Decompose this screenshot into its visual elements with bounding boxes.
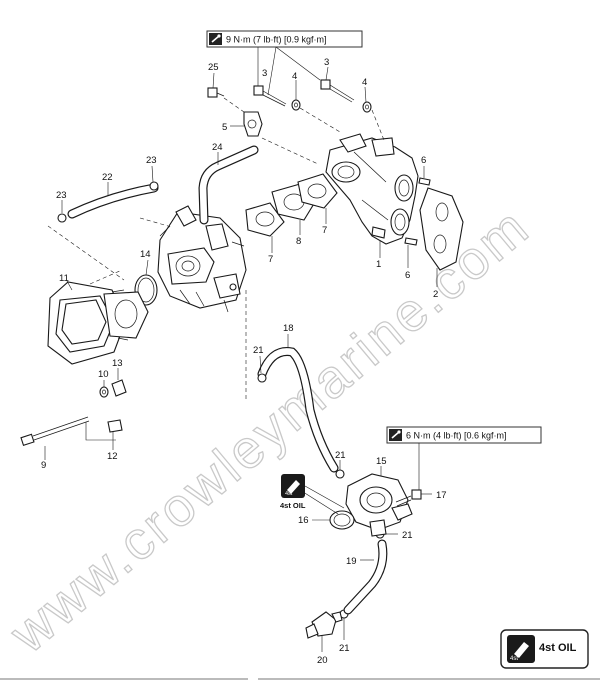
callout-4-left: 4 — [292, 71, 297, 82]
bolt-25 — [207, 72, 245, 113]
callout-25: 25 — [208, 62, 219, 73]
torque-wrench-icon — [389, 429, 402, 441]
callout-23-left: 23 — [56, 190, 67, 201]
callout-2: 2 — [433, 289, 438, 300]
torque-spec-upper: 9 N·m (7 lb·ft) [0.9 kgf·m] — [206, 30, 363, 96]
bolt-3-right — [320, 66, 355, 103]
carburetor — [157, 205, 247, 313]
oil-legend: 4st 4st OIL — [500, 629, 589, 669]
clamp-21-upper — [257, 355, 267, 383]
callout-20: 20 — [317, 655, 328, 666]
callout-18: 18 — [283, 323, 294, 334]
washer-4-left — [291, 80, 301, 111]
manifold-gasket — [419, 187, 464, 287]
washer-4-right — [362, 86, 372, 113]
clamp-21-filter — [339, 609, 349, 640]
callout-6-upper: 6 — [421, 155, 426, 166]
bracket-5 — [230, 111, 263, 137]
torque-spec-lower-text: 6 N·m (4 lb·ft) [0.6 kgf·m] — [406, 431, 507, 441]
callout-5: 5 — [222, 122, 227, 133]
oil-can-icon: 4st — [507, 635, 535, 663]
intake-manifold — [325, 133, 419, 258]
fuel-hose-18 — [257, 334, 339, 473]
clamp-23-left — [57, 200, 67, 223]
callout-10: 10 — [98, 369, 109, 380]
callout-3-left: 3 — [262, 68, 267, 79]
torque-wrench-icon — [209, 33, 222, 45]
callout-11: 11 — [59, 273, 69, 284]
gasket-7-front — [245, 202, 285, 253]
callout-24: 24 — [212, 142, 223, 153]
collar-13 — [111, 368, 127, 397]
callout-3-right: 3 — [324, 57, 329, 68]
torque-spec-upper-text: 9 N·m (7 lb·ft) [0.9 kgf·m] — [226, 35, 327, 45]
callout-13: 13 — [112, 358, 123, 369]
torque-spec-lower: 6 N·m (4 lb·ft) [0.6 kgf·m] — [386, 426, 542, 490]
callout-4-right: 4 — [362, 77, 367, 88]
gasket-7-rear — [297, 173, 338, 224]
oil-symbol-label: 4st OIL — [280, 501, 306, 510]
hose-24 — [198, 145, 259, 225]
callout-9: 9 — [41, 460, 46, 471]
oil-legend-badge-text: 4st — [510, 656, 518, 662]
bolt-3-left — [253, 85, 287, 107]
bolt-9 — [20, 416, 90, 460]
clamp-23-right — [149, 165, 159, 191]
callout-6-lower: 6 — [405, 270, 410, 281]
callout-22: 22 — [102, 172, 113, 183]
oil-legend-label: 4st OIL — [539, 642, 577, 654]
callout-21-filter: 21 — [339, 643, 350, 654]
callout-1: 1 — [376, 259, 381, 270]
clamp-21-pump-top — [335, 460, 345, 479]
callout-8: 8 — [296, 236, 301, 247]
fuel-hose-19 — [343, 539, 388, 615]
dowel-pin-upper — [418, 166, 431, 186]
air-silencer-case — [47, 280, 149, 365]
bolt-17 — [395, 489, 432, 507]
callout-12: 12 — [107, 451, 118, 462]
callout-21-upper: 21 — [253, 345, 264, 356]
oil-symbol-badge-text: 4st — [285, 491, 293, 497]
callout-15: 15 — [376, 456, 387, 467]
callout-21-pump-top: 21 — [335, 450, 346, 461]
fuel-pump — [345, 466, 413, 537]
callout-17: 17 — [436, 490, 447, 501]
callout-16: 16 — [298, 515, 309, 526]
fuel-filter-20 — [305, 611, 343, 652]
callout-23-right: 23 — [146, 155, 157, 166]
callout-7-front: 7 — [268, 254, 273, 265]
grommet-12 — [107, 419, 123, 450]
o-ring-16 — [312, 510, 355, 530]
callout-14: 14 — [140, 249, 151, 260]
callout-19: 19 — [346, 556, 357, 567]
callout-7-rear: 7 — [322, 225, 327, 236]
hose-22 — [67, 182, 159, 219]
dowel-pin-lower — [404, 237, 418, 268]
oil-symbol-badge: 4st 4st OIL — [280, 474, 345, 515]
callout-labels: 1 2 3 3 4 4 5 6 6 7 7 8 9 10 11 12 13 14… — [41, 57, 447, 666]
washer-10 — [99, 380, 109, 398]
callout-21-pump-bottom: 21 — [402, 530, 413, 541]
